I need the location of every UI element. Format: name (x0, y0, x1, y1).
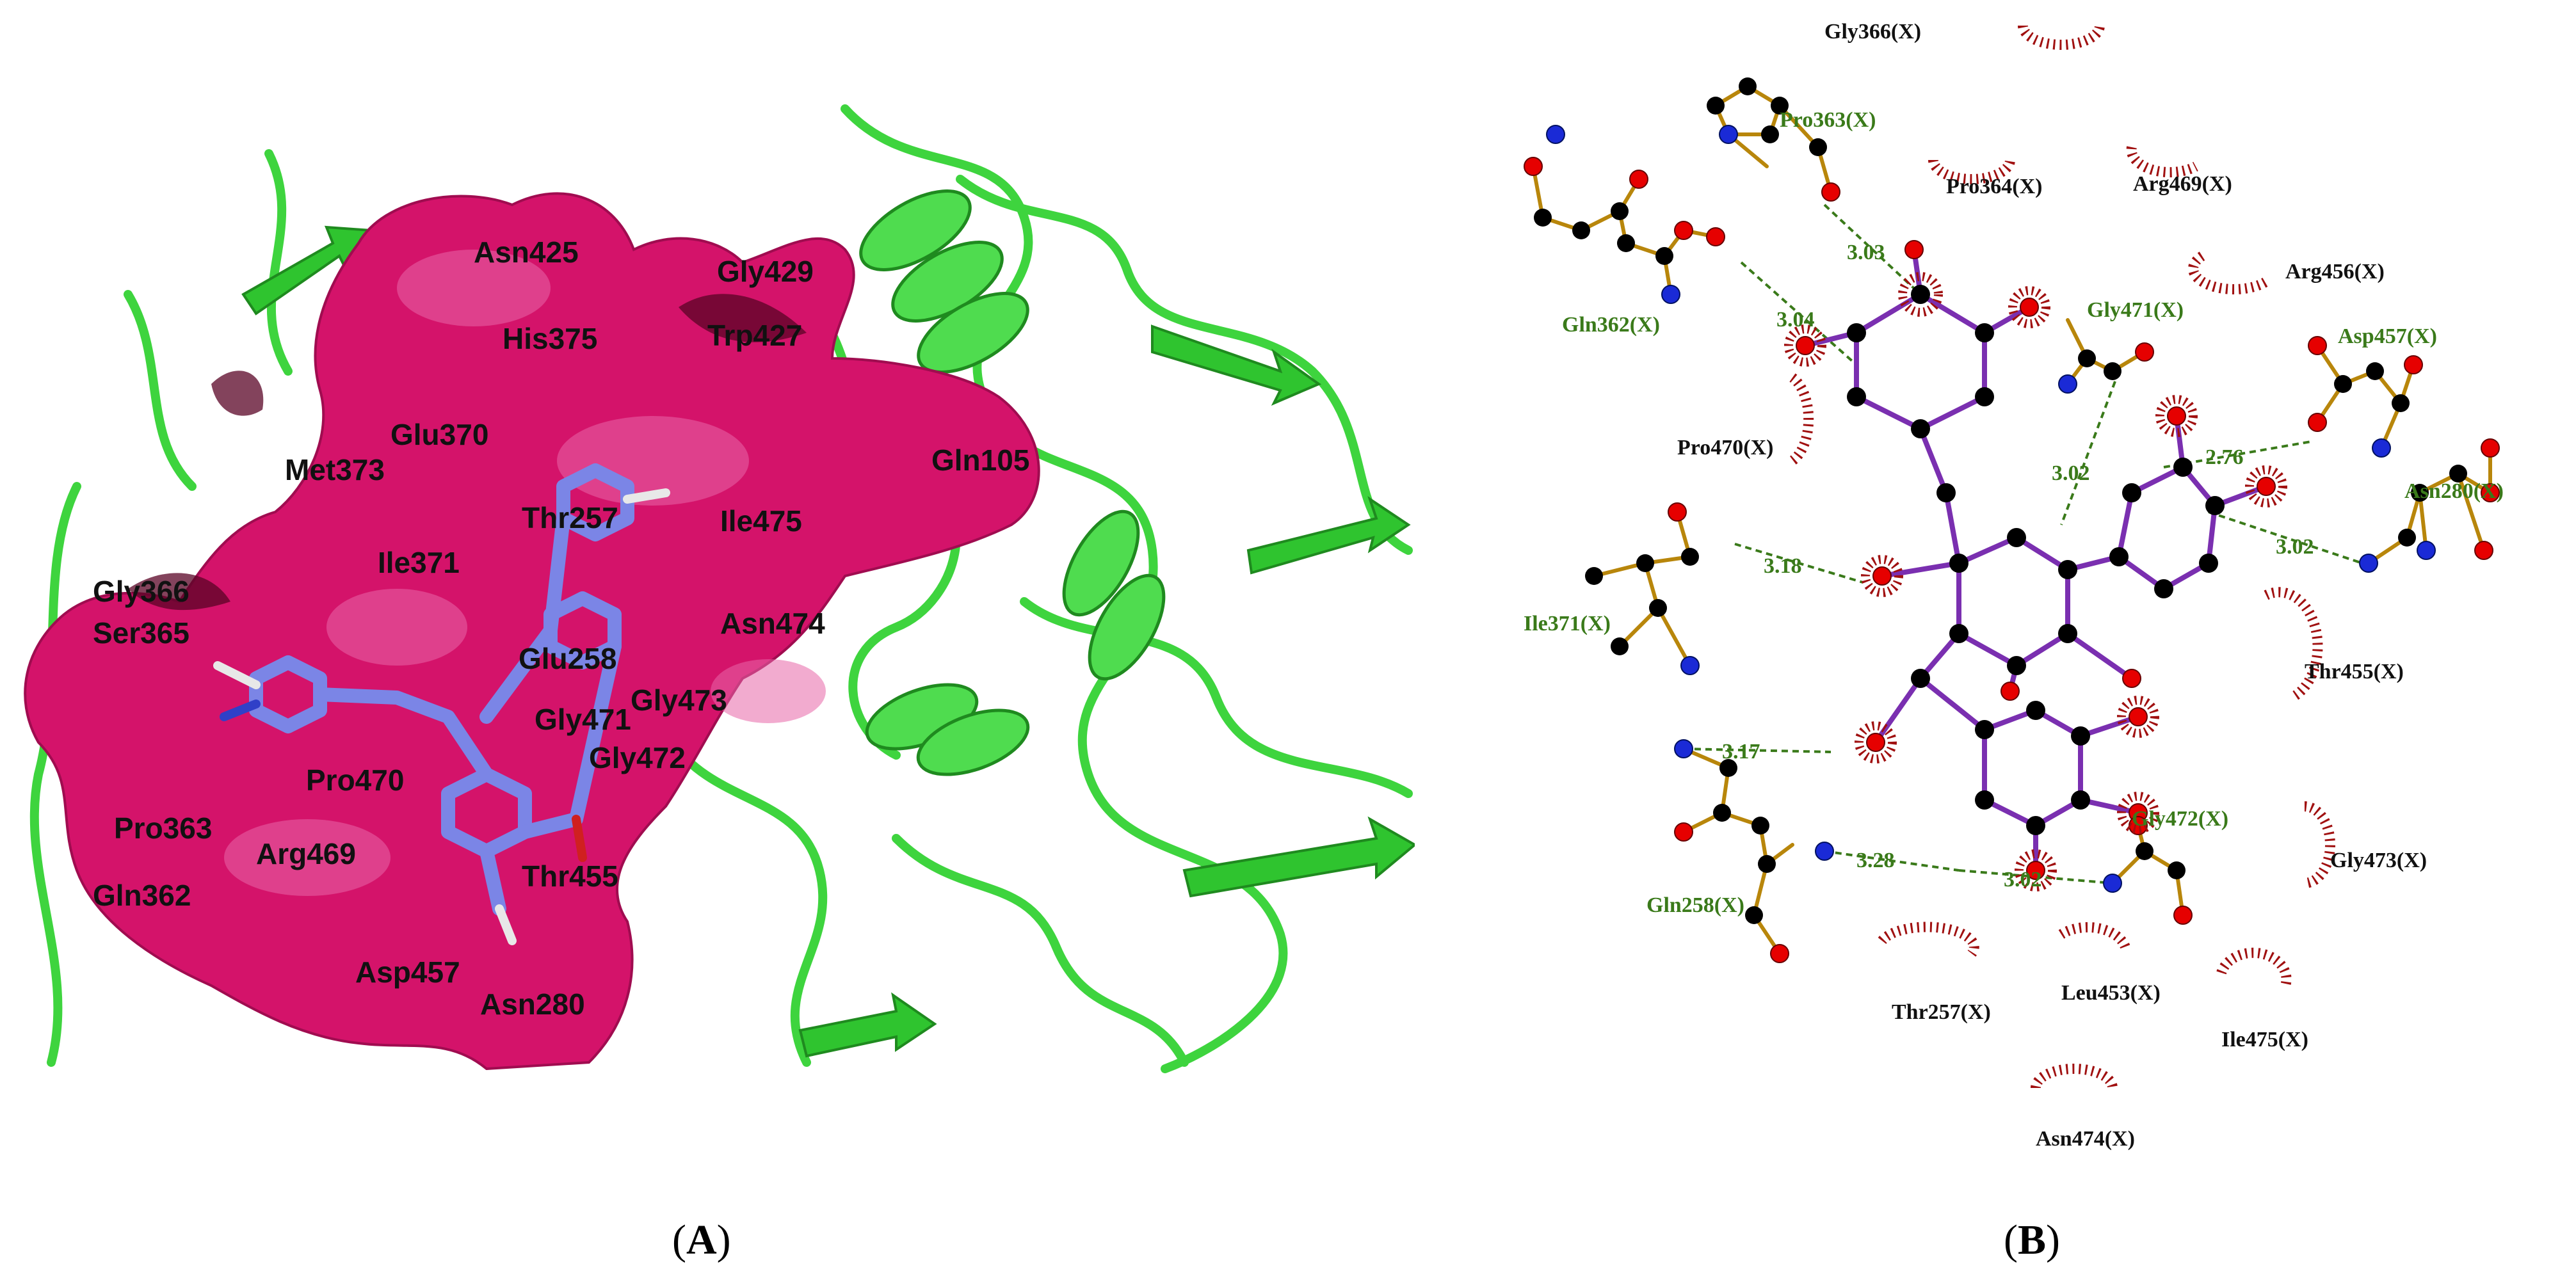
nitrogen-atoms (1546, 125, 2436, 893)
residue-label-asn425: Asn425 (474, 236, 579, 269)
residue-label-pro470: Pro470(X) (1677, 436, 1773, 460)
residue-label-gly471: Gly471 (535, 703, 631, 736)
residue-label-gly471: Gly471(X) (2087, 298, 2184, 322)
hbond-residue-labels: Pro363(X) Gln362(X) Gly471(X) Asp457(X) … (1524, 108, 2504, 917)
residue-label-ile475: Ile475 (720, 504, 802, 538)
residue-label-his375: His375 (503, 322, 597, 355)
residue-label-pro363: Pro363 (114, 811, 212, 845)
hbond-lines (1683, 204, 2363, 884)
hbond-distance-gln258-a: 3.17 (1722, 740, 1760, 763)
residue-label-asn280: Asn280 (480, 987, 585, 1021)
residue-label-thr257: Thr257 (522, 501, 618, 534)
ligand-hydrophobic-spikes (1784, 272, 2287, 891)
hydrophobic-residue-labels: Gly366(X) Pro364(X) Arg469(X) Arg456(X) … (1677, 20, 2427, 1151)
residue-label-ile475: Ile475(X) (2221, 1028, 2308, 1051)
residue-label-gln105: Gln105 (931, 444, 1029, 477)
residue-label-gly366: Gly366 (93, 575, 189, 608)
surface-highlights (224, 250, 826, 896)
caption-b-open: ( (2004, 1217, 2018, 1263)
hbond-distance-labels: 3.03 3.04 3.02 2.76 3.02 3.18 3.17 3.28 … (1722, 241, 2314, 891)
protein-surface-image: Asn425 Gly429 His375 Trp427 Glu370 Met37… (24, 104, 1415, 1073)
protein-beta-strands (241, 225, 1415, 1058)
panel-a-surface-view: Asn425 Gly429 His375 Trp427 Glu370 Met37… (0, 102, 1415, 1075)
panel-b-interaction-diagram: 3.03 3.04 3.02 2.76 3.02 3.18 3.17 3.28 … (1472, 0, 2576, 1184)
residue-label-asn474: Asn474(X) (2036, 1127, 2135, 1151)
residue-label-thr257: Thr257(X) (1892, 1000, 1991, 1024)
caption-b-letter: B (2017, 1217, 2047, 1263)
caption-b-close: ) (2046, 1217, 2060, 1263)
caption-panel-a: (A) (672, 1216, 731, 1265)
carbon-atoms (1534, 77, 2467, 924)
ligplot-diagram: 3.03 3.04 3.02 2.76 3.02 3.18 3.17 3.28 … (1524, 20, 2504, 1151)
residue-label-asp457: Asp457 (355, 955, 460, 989)
hbond-distance-gly472: 3.02 (2004, 868, 2042, 891)
surface-shadows (128, 294, 807, 611)
residue-label-arg456: Arg456(X) (2285, 260, 2385, 284)
residue-label-pro363: Pro363(X) (1780, 108, 1876, 132)
residue-label-thr455: Thr455 (522, 859, 618, 893)
residue-label-gly473: Gly473(X) (2330, 849, 2427, 872)
residue-label-gly473: Gly473 (631, 683, 727, 717)
residue-label-met373: Met373 (285, 453, 385, 486)
residue-label-trp427: Trp427 (707, 319, 802, 352)
hbond-distance-asn280: 3.02 (2276, 535, 2314, 559)
hbond-distance-gln362: 3.04 (1776, 308, 1815, 332)
hbond-distance-asp457: 2.76 (2205, 445, 2244, 469)
residue-label-gln362: Gln362(X) (1562, 313, 1660, 337)
caption-a-letter: A (686, 1217, 717, 1263)
residue-label-leu453: Leu453(X) (2061, 981, 2161, 1005)
residue-label-pro364: Pro364(X) (1946, 175, 2042, 198)
residue-label-glu370: Glu370 (390, 418, 488, 451)
hbond-distance-ile371: 3.18 (1764, 554, 1802, 578)
protein-helices (859, 189, 1166, 776)
residue-label-asp457: Asp457(X) (2338, 324, 2437, 348)
residue-label-gln258: Gln258(X) (1646, 893, 1744, 917)
residue-label-arg469: Arg469(X) (2133, 172, 2232, 196)
residue-label-gly366: Gly366(X) (1824, 20, 1921, 44)
ligand-polar-ends (213, 488, 670, 945)
hbond-distance-gly471: 3.02 (2052, 461, 2090, 485)
residue-label-glu258: Glu258 (519, 642, 616, 675)
hbond-distance-pro363: 3.03 (1847, 241, 1885, 264)
residue-label-asn474: Asn474 (720, 607, 825, 640)
hbond-distance-gln258-b: 3.28 (1856, 849, 1895, 872)
caption-a-open: ( (672, 1217, 686, 1263)
ligand-sticks (249, 463, 634, 916)
residue-label-ser365: Ser365 (93, 616, 189, 650)
residue-label-arg469: Arg469 (256, 837, 356, 870)
caption-a-close: ) (716, 1217, 731, 1263)
residue-label-pro470: Pro470 (306, 763, 404, 797)
residue-labels: Asn425 Gly429 His375 Trp427 Glu370 Met37… (93, 236, 1029, 1021)
residue-label-gly429: Gly429 (717, 255, 814, 288)
residue-label-gln362: Gln362 (93, 879, 191, 912)
oxygen-atoms (1524, 157, 2500, 963)
residue-label-gly472: Gly472(X) (2132, 807, 2228, 831)
residue-label-thr455: Thr455(X) (2305, 660, 2404, 683)
residue-label-ile371: Ile371(X) (1524, 612, 1611, 636)
residue-label-gly472: Gly472 (589, 741, 686, 774)
caption-panel-b: (B) (2004, 1216, 2060, 1265)
hydrophobic-arcs (1789, 25, 2335, 1089)
residue-label-ile371: Ile371 (378, 546, 460, 579)
residue-label-asn280: Asn280(X) (2404, 479, 2504, 503)
